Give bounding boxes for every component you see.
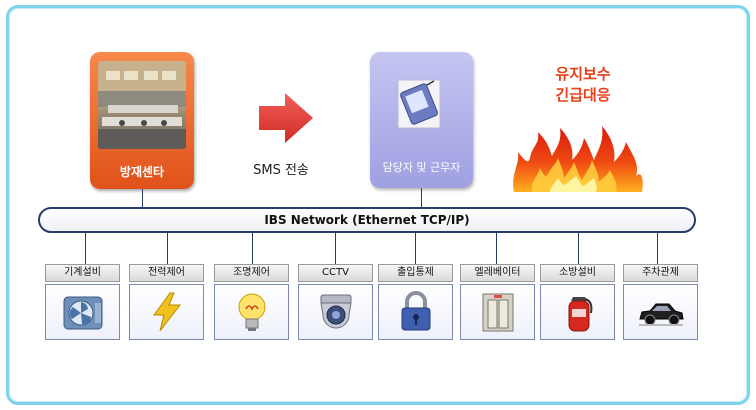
connector-device-4	[335, 233, 336, 264]
connector-device-2	[167, 233, 168, 264]
manager-card: 담당자 및 근무자	[370, 52, 473, 188]
lightbulb-icon	[238, 293, 265, 331]
sms-arrow-icon	[259, 93, 313, 147]
device-label-elevator: 엘레베이터	[460, 264, 535, 282]
device-label-lighting: 조명제어	[214, 264, 289, 282]
car-icon	[638, 303, 684, 326]
connector-control-center	[142, 189, 143, 208]
device-box-power	[129, 284, 204, 340]
connector-device-8	[657, 233, 658, 264]
connector-device-1	[85, 233, 86, 264]
camera-icon	[319, 294, 352, 329]
connector-device-3	[252, 233, 253, 264]
control-room-photo	[98, 61, 186, 149]
lock-icon	[401, 291, 430, 331]
urgent-line-2: 긴급대응	[555, 86, 611, 104]
lightning-icon	[152, 292, 181, 332]
fire-extinguisher-icon	[568, 297, 592, 332]
connector-device-7	[578, 233, 579, 264]
urgent-response-text: 유지보수 긴급대응	[548, 64, 618, 106]
connector-device-5	[415, 233, 416, 264]
network-bus: IBS Network (Ethernet TCP/IP)	[38, 207, 696, 233]
device-box-cctv	[298, 284, 373, 340]
fire-icon	[510, 120, 645, 198]
connector-device-6	[496, 233, 497, 264]
device-label-cctv: CCTV	[298, 264, 373, 282]
connector-manager	[421, 188, 422, 208]
control-center-label: 방재센타	[119, 165, 165, 179]
control-center-card: 방재센타	[90, 52, 194, 189]
device-box-parking	[623, 284, 698, 340]
device-label-mechanical: 기계설비	[45, 264, 120, 282]
device-box-fire	[540, 284, 615, 340]
device-label-power: 전력제어	[129, 264, 204, 282]
device-box-elevator	[460, 284, 535, 340]
device-label-fire: 소방설비	[540, 264, 615, 282]
sms-label: SMS 전송	[253, 163, 309, 178]
manager-label: 담당자 및 근무자	[382, 161, 461, 174]
device-box-lighting	[214, 284, 289, 340]
tablet-icon	[397, 79, 441, 129]
device-box-mechanical	[45, 284, 120, 340]
elevator-icon	[482, 293, 513, 332]
fan-icon	[63, 296, 102, 330]
urgent-line-1: 유지보수	[555, 65, 611, 83]
device-label-access: 출입통제	[378, 264, 453, 282]
device-box-access	[378, 284, 453, 340]
device-label-parking: 주차관제	[623, 264, 698, 282]
